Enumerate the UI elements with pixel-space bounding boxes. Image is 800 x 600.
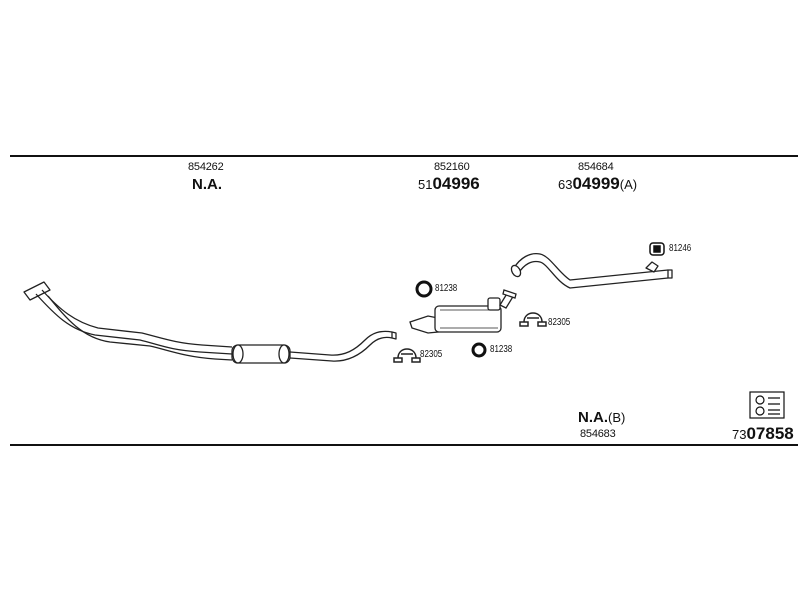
- clamp-right-label: 82305: [548, 317, 571, 328]
- variant-number: 854683: [580, 428, 616, 440]
- rear-number: 854684: [578, 161, 614, 173]
- variant-ref-suffix: (B): [608, 410, 626, 425]
- middle-ref-prefix: 51: [418, 177, 433, 192]
- variant-ref-main: N.A.: [578, 409, 608, 426]
- ring-top-label: 81238: [435, 283, 458, 294]
- clamp-left-label: 82305: [420, 349, 443, 360]
- kit-icon: [749, 391, 785, 419]
- middle-silencer-drawing: [409, 289, 517, 334]
- hanger-label: 81246: [669, 243, 692, 254]
- ring-bottom-label: 81238: [490, 344, 513, 355]
- clamp-right-drawing: [519, 312, 547, 327]
- rear-ref-main: 04999: [572, 174, 620, 193]
- kit-number-main: 07858: [746, 424, 794, 443]
- kit-number-prefix: 73: [732, 427, 747, 442]
- clamp-left-drawing: [393, 348, 421, 363]
- ring-bottom-drawing: [471, 342, 487, 358]
- middle-ref: 5104996: [418, 175, 480, 193]
- rear-ref-prefix: 63: [558, 177, 573, 192]
- variant-ref: N.A.(B): [578, 410, 625, 426]
- middle-number: 852160: [434, 161, 470, 173]
- middle-ref-main: 04996: [432, 174, 480, 193]
- hanger-drawing: [649, 242, 665, 256]
- front-pipe-ref: N.A.: [192, 176, 222, 193]
- rear-pipe-drawing: [510, 252, 673, 289]
- ring-top-drawing: [415, 280, 433, 298]
- front-pipe-number: 854262: [188, 161, 224, 173]
- front-pipe-drawing: [23, 281, 397, 364]
- rear-ref-suffix: (A): [619, 177, 638, 192]
- kit-number: 7307858: [732, 425, 794, 443]
- rear-ref: 6304999(A): [558, 175, 637, 193]
